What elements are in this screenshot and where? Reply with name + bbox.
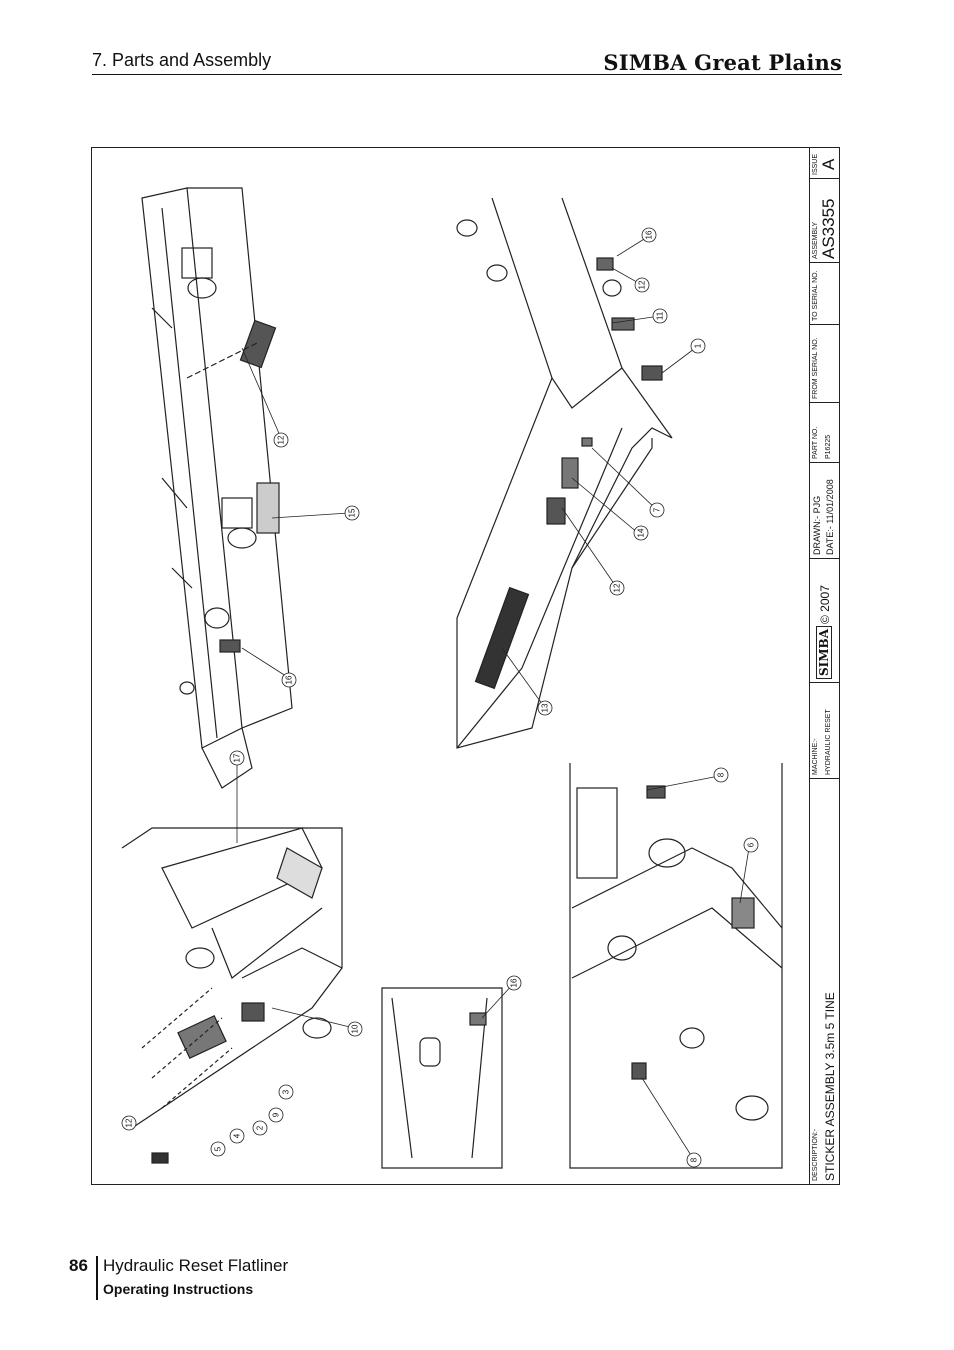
simba-logo: SIMBA: [816, 625, 832, 679]
tb-assembly: ASSEMBLY AS3355: [810, 178, 840, 262]
section-header: 7. Parts and Assembly: [92, 50, 272, 70]
beam-view-2: [456, 197, 673, 749]
tb-machine-label: MACHINE:-: [812, 738, 819, 775]
tb-issue-value: A: [819, 158, 838, 170]
tb-issue: ISSUE A: [810, 148, 840, 178]
brand-logo: SIMBA Great Plains: [603, 50, 842, 75]
tb-description-value: STICKER ASSEMBLY 3.5m 5 TINE: [823, 992, 837, 1181]
tb-from-serial: FROM SERIAL NO.: [810, 324, 840, 402]
hitch-view: [121, 827, 343, 1164]
tb-part-no-label: PART NO.: [812, 426, 819, 459]
tb-description-label: DESCRIPTION:-: [812, 1128, 819, 1181]
tb-issue-label: ISSUE: [812, 153, 819, 175]
tb-machine-value: HYDRAULIC RESET: [825, 709, 832, 775]
page-number: 86: [69, 1256, 88, 1275]
tb-drawn-date: DRAWN:- PJG DATE:- 11/01/2008: [810, 462, 840, 558]
bracket-view: [381, 987, 503, 1169]
tb-to-serial: TO SERIAL NO.: [810, 262, 840, 324]
tb-assembly-label: ASSEMBLY: [812, 221, 819, 259]
tb-copyright: © 2007: [818, 585, 832, 624]
footer-divider: [96, 1256, 98, 1300]
title-block: DESCRIPTION:- STICKER ASSEMBLY 3.5m 5 TI…: [809, 148, 840, 1184]
header-rule: [92, 74, 842, 75]
tb-drawn: DRAWN:- PJG: [812, 495, 822, 555]
drawing-frame: 12 15 16 17 10 3 9 2 4 5 12 16 8 6 8 13 …: [91, 147, 840, 1185]
tb-part-no: PART NO. P16225: [810, 402, 840, 462]
tb-logo-copyright: SIMBA © 2007: [810, 558, 840, 682]
tb-machine: MACHINE:- HYDRAULIC RESET: [810, 682, 840, 778]
tb-assembly-value: AS3355: [819, 198, 838, 260]
footer-subtitle: Operating Instructions: [103, 1281, 254, 1297]
tb-date: DATE:- 11/01/2008: [825, 479, 835, 555]
tb-description: DESCRIPTION:- STICKER ASSEMBLY 3.5m 5 TI…: [810, 778, 840, 1184]
tb-to-serial-label: TO SERIAL NO.: [812, 270, 819, 321]
footer-title: Hydraulic Reset Flatliner: [103, 1256, 289, 1275]
beam-view-1: [141, 187, 293, 789]
ram-view: [569, 763, 783, 1169]
assembly-drawing: [121, 187, 783, 1169]
tb-from-serial-label: FROM SERIAL NO.: [812, 337, 819, 399]
tb-part-no-value: P16225: [825, 434, 832, 459]
